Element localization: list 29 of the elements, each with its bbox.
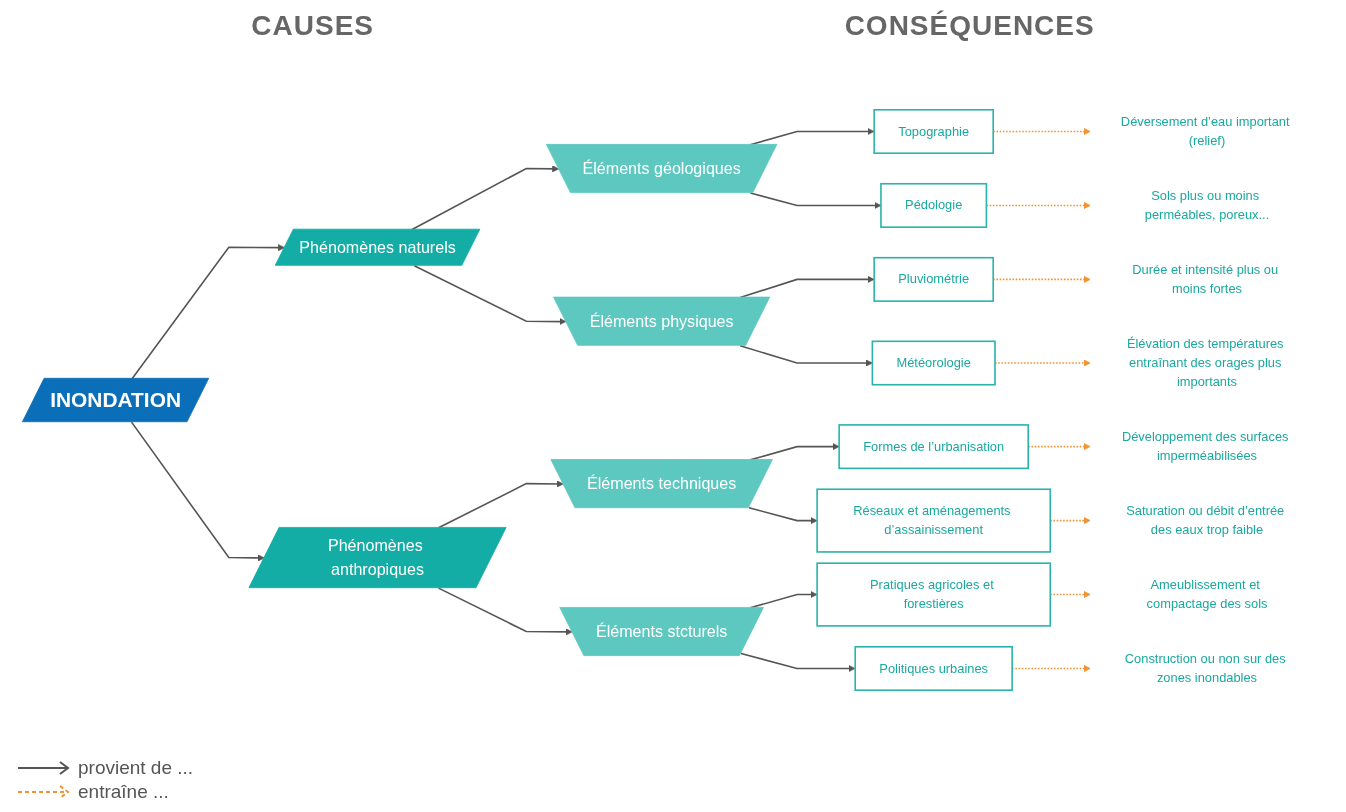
arrow: [740, 652, 856, 673]
node-text: Construction ou non sur des zones inondables: [1124, 651, 1286, 685]
node-text: Déversement d’eau important (relief): [1120, 114, 1290, 148]
legend-text: entraîne ...: [78, 781, 169, 803]
node-text: Sols plus ou moins perméables, poreux...: [1144, 188, 1270, 222]
arrow: [130, 421, 265, 562]
column-heading: CAUSES: [251, 10, 374, 42]
node-box: Topographie: [873, 109, 994, 154]
arrow: [748, 506, 818, 525]
node-text: Ameublissement et compactage des sols: [1146, 577, 1268, 611]
node-box: Formes de l’urbanisation: [838, 424, 1030, 470]
arrow: [411, 165, 560, 231]
node-text: Saturation ou débit d’entrée des eaux trop faible: [1126, 503, 1285, 537]
node-box: Réseaux et aménagements d’assainissement: [816, 488, 1052, 553]
node-box: Pluviométrie: [873, 256, 994, 302]
node-box: Politiques urbaines: [854, 646, 1013, 691]
node-box: Météorologie: [871, 340, 996, 386]
node-box: Pédologie: [880, 182, 988, 228]
node-text: Durée et intensité plus ou moins fortes: [1132, 262, 1279, 296]
node-text: Élévation des températures entraînant des orages plus importants: [1126, 336, 1284, 389]
arrow: [131, 244, 285, 380]
arrow: [413, 264, 567, 326]
arrow: [739, 344, 873, 367]
node-box: Pratiques agricoles et forestières: [816, 562, 1052, 627]
arrow: [437, 587, 573, 636]
column-heading: CONSÉQUENCES: [844, 10, 1095, 42]
node-text: Développement des surfaces imperméabilisées: [1121, 429, 1289, 463]
legend-text: provient de ...: [78, 757, 194, 779]
arrow: [437, 480, 564, 529]
